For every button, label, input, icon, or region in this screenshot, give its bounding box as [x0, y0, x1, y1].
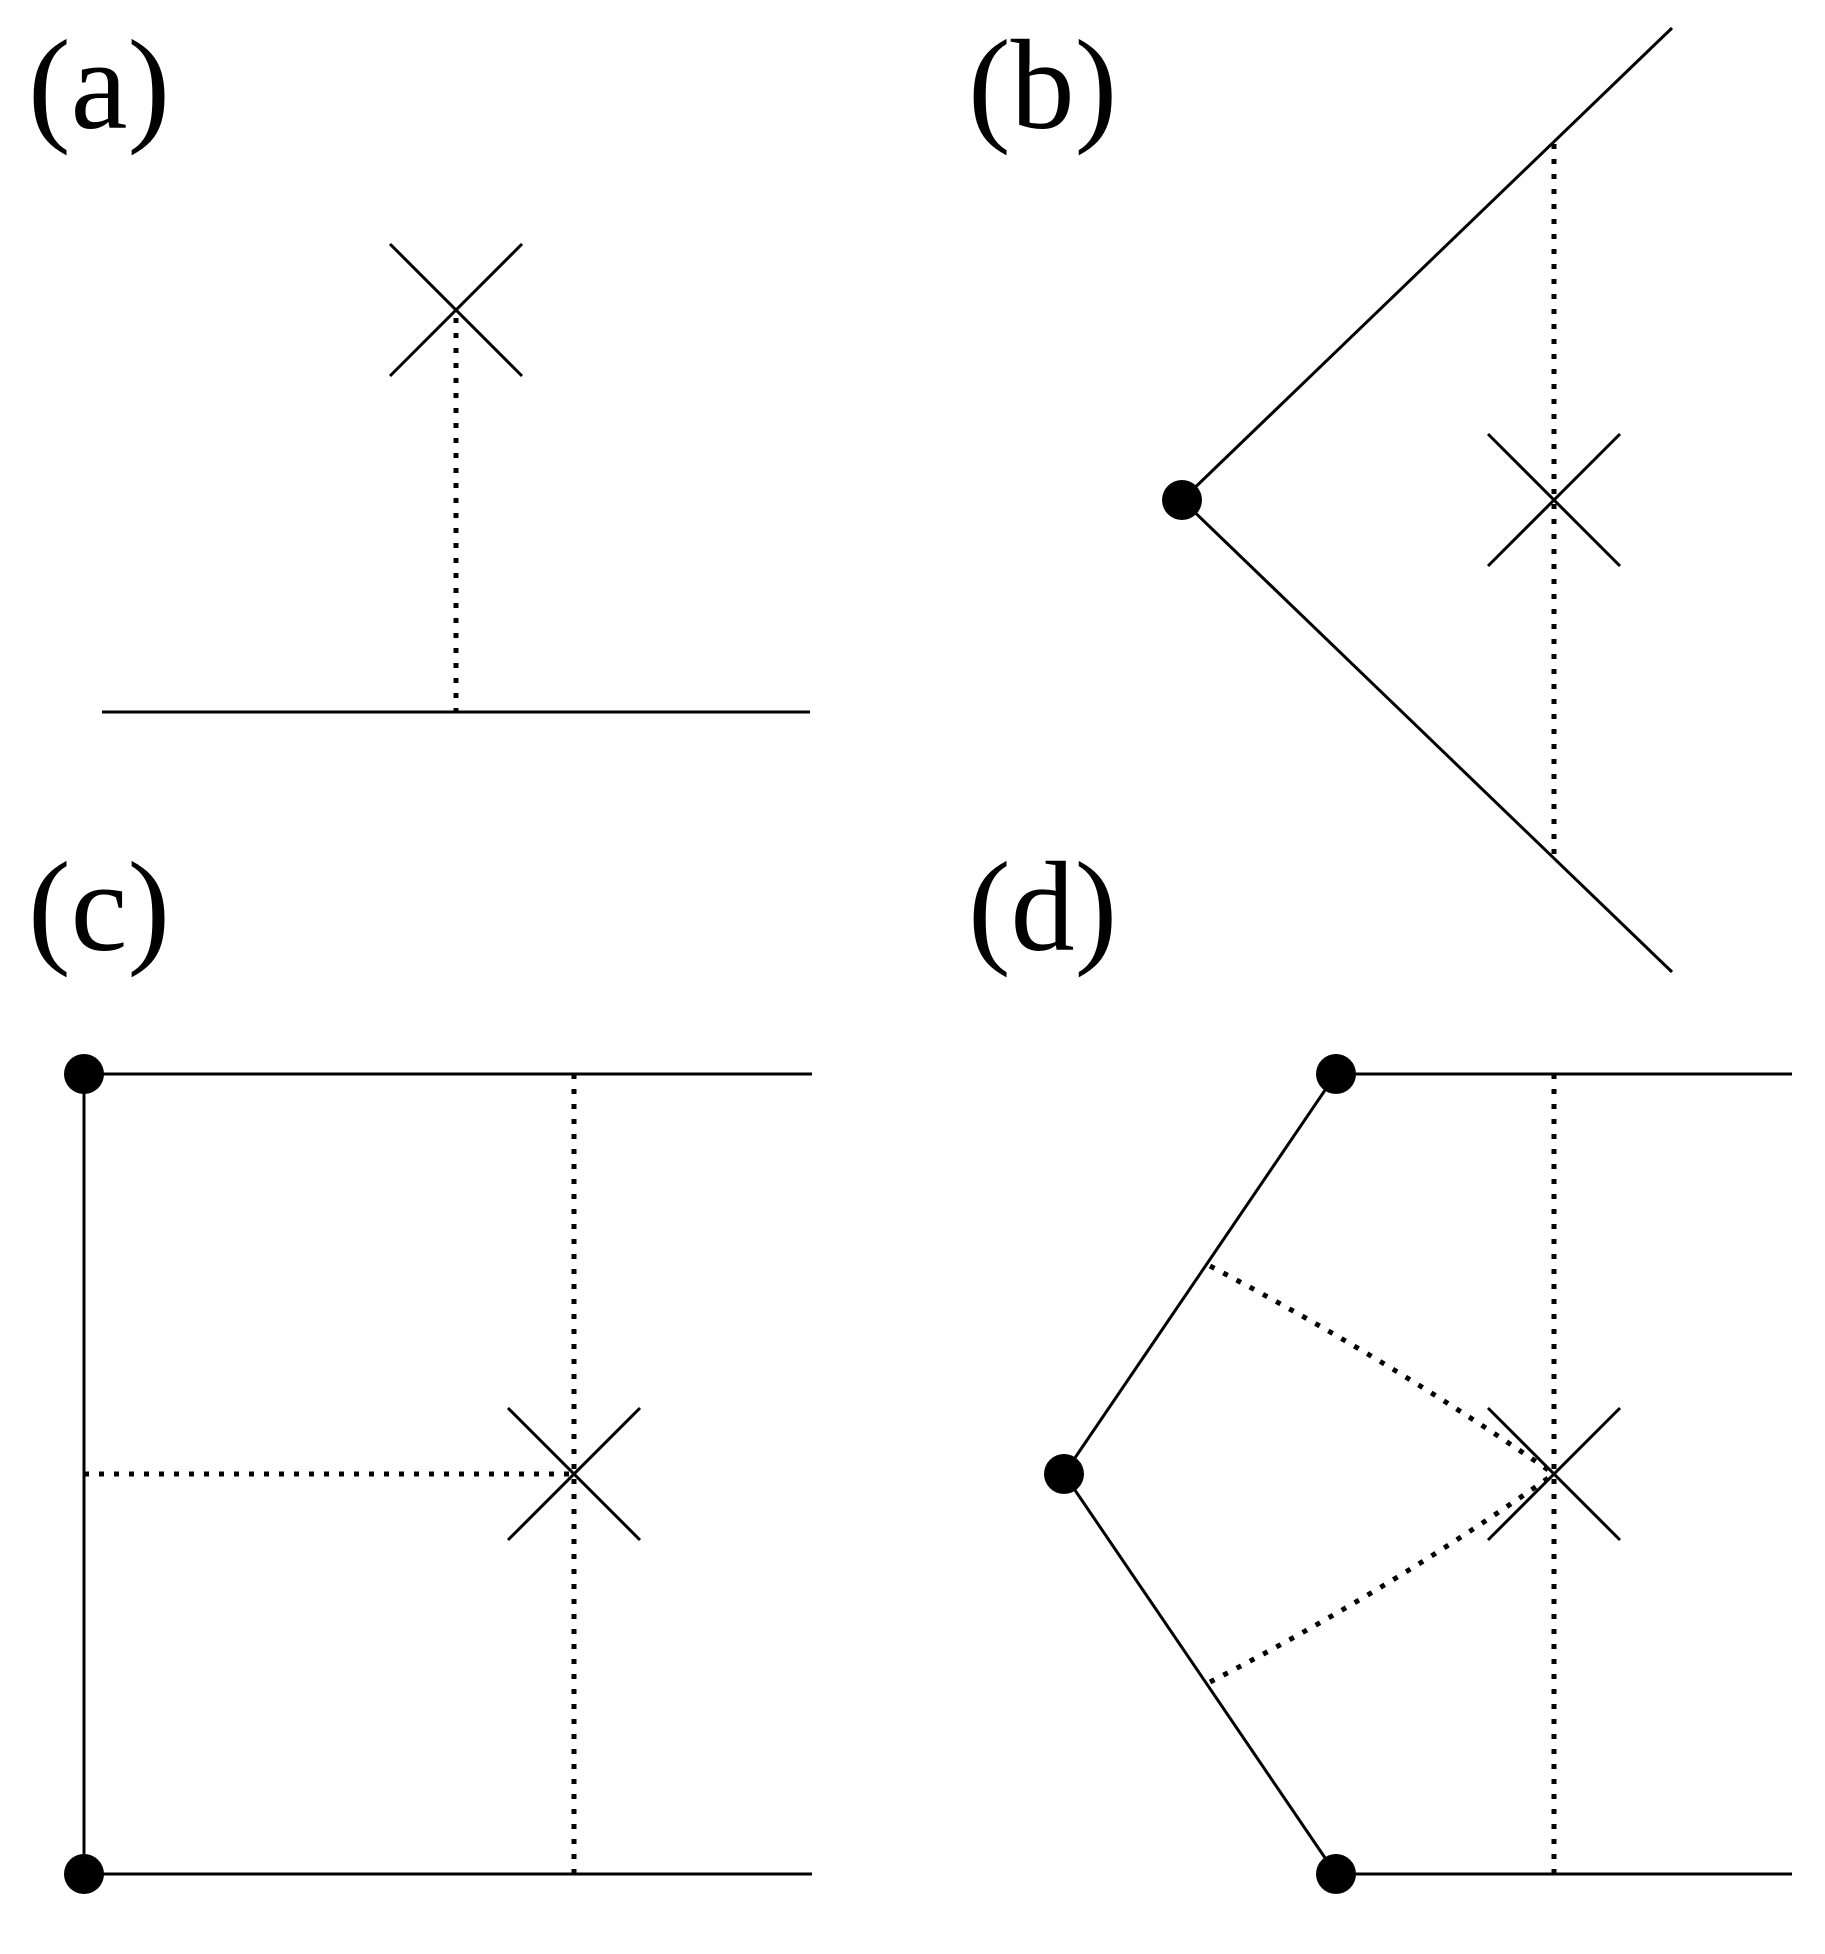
- panel-c-bottom-vertex-dot: [64, 1854, 104, 1894]
- panel-d-middle-vertex-dot: [1044, 1454, 1084, 1494]
- panel-d-top-vertex-dot: [1316, 1054, 1356, 1094]
- panel-d-upper-slant-line: [1062, 1073, 1338, 1475]
- panel-b-label: (b): [968, 14, 1117, 156]
- panel-a: (a): [28, 14, 810, 714]
- panel-a-label: (a): [28, 14, 170, 156]
- panel-d: (d): [968, 836, 1792, 1894]
- panel-b-cross-marker: [1486, 432, 1622, 568]
- panel-b: (b): [968, 14, 1674, 974]
- panel-c-top-vertex-dot: [64, 1054, 104, 1094]
- panel-c-label: (c): [28, 836, 170, 978]
- panel-b-vertex-dot: [1162, 480, 1202, 520]
- panel-d-upper-dotted-curve: [1208, 1263, 1556, 1477]
- panel-d-lower-dotted-curve: [1208, 1471, 1556, 1685]
- panel-b-lower-line: [1180, 498, 1674, 974]
- panel-a-cross-marker: [388, 242, 524, 378]
- panel-b-upper-line: [1180, 26, 1674, 502]
- panel-d-cross-marker: [1486, 1406, 1622, 1542]
- panel-c-cross-marker: [506, 1406, 642, 1542]
- panel-c: (c): [28, 836, 812, 1894]
- panel-d-lower-slant-line: [1062, 1473, 1338, 1875]
- panel-d-bottom-vertex-dot: [1316, 1854, 1356, 1894]
- panel-d-label: (d): [968, 836, 1117, 978]
